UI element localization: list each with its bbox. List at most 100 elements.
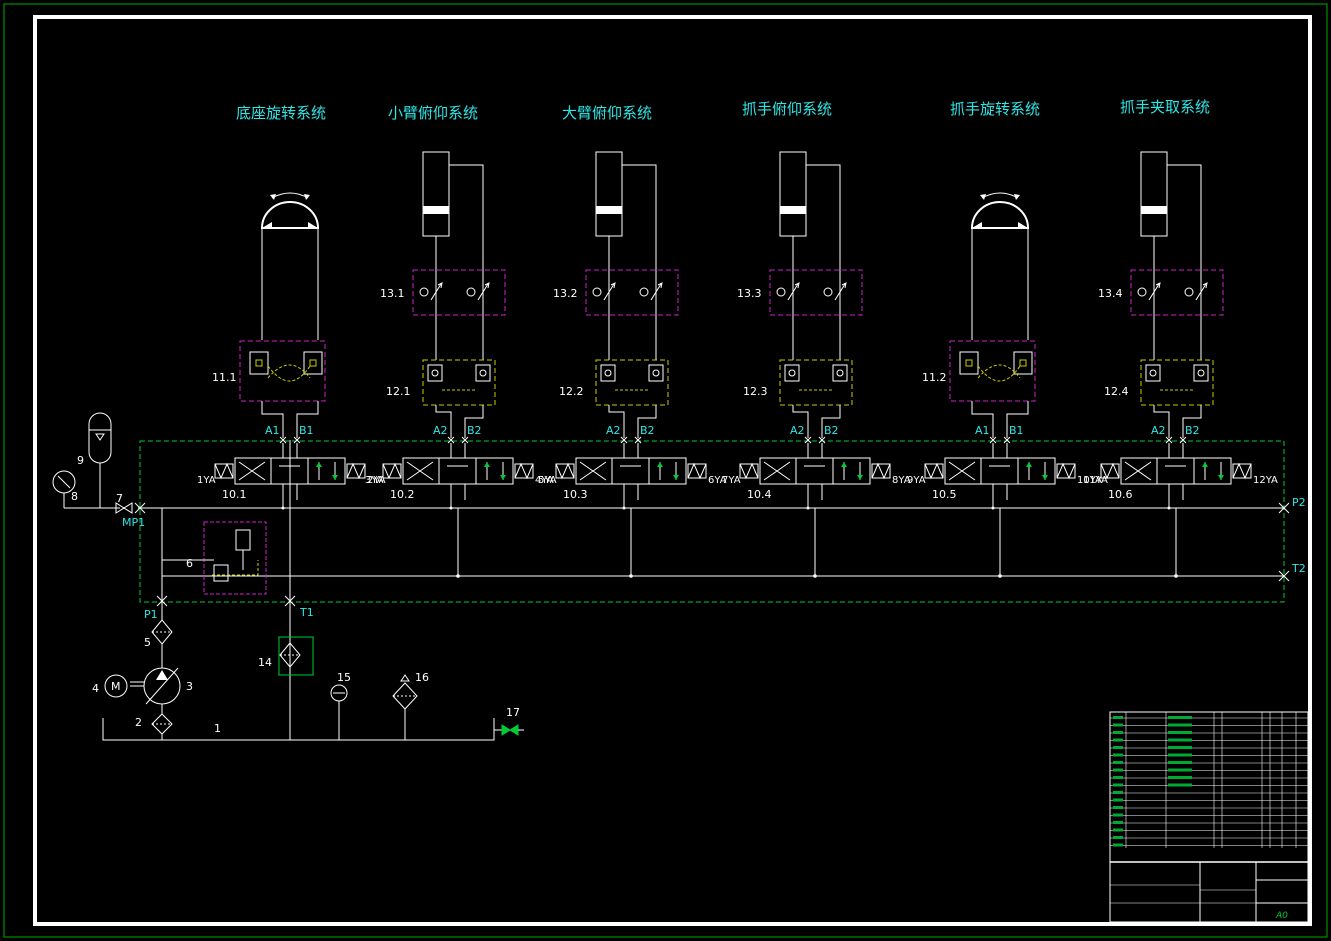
solenoid-right-label: 10YA: [1077, 475, 1102, 486]
component-number: 8: [71, 490, 78, 503]
drawing-frame: [33, 15, 1312, 926]
component-number: 1: [214, 722, 221, 735]
valve-number-label: 10.3: [563, 488, 588, 501]
component-number: 14: [258, 656, 272, 669]
hydraulic-lock-label: 12.2: [559, 385, 584, 398]
directional-valve: [739, 457, 891, 485]
stop-valve: [115, 502, 133, 514]
title-block-cell: [1113, 738, 1123, 742]
title-block-cell: [1168, 753, 1192, 757]
solenoid-left-label: 5YA: [538, 475, 557, 486]
title-block-cell: [1113, 798, 1123, 802]
title-block-cell: [1113, 731, 1123, 734]
port-b-label: B2: [824, 424, 839, 437]
port-b-label: B2: [640, 424, 655, 437]
air-filter: [392, 674, 418, 740]
port-p1-label: P1: [144, 608, 158, 621]
component-number: 3: [186, 680, 193, 693]
solenoid-left-label: 7YA: [722, 475, 741, 486]
title-block-cell: [1113, 836, 1123, 839]
port-t2-label: T2: [1291, 562, 1306, 575]
component-number: 6: [186, 557, 193, 570]
valve-number-label: 10.2: [390, 488, 415, 501]
title-block-cell: [1113, 828, 1123, 832]
title-block-cell: [1113, 813, 1123, 817]
hydraulic-lock-block: [239, 340, 326, 402]
tank: [102, 718, 495, 741]
port-a-label: A2: [606, 424, 621, 437]
title-block-cell: [1113, 761, 1123, 764]
directional-valve: [924, 457, 1076, 485]
solenoid-right-label: 6YA: [708, 475, 727, 486]
valve-number-label: 10.5: [932, 488, 957, 501]
title-block-cell: [1168, 746, 1192, 749]
valve-number-label: 10.1: [222, 488, 247, 501]
system-title: 抓手旋转系统: [950, 100, 1041, 118]
hydraulic-lock-label: 12.3: [743, 385, 768, 398]
solenoid-left-label: 1YA: [197, 475, 216, 486]
port-a-label: A2: [1151, 424, 1166, 437]
valve-number-label: 10.6: [1108, 488, 1133, 501]
hydraulic-lock-block: [595, 359, 669, 406]
hydraulic-lock-block: [1140, 359, 1214, 406]
valve-manifold: [139, 440, 1285, 603]
system-title: 抓手俯仰系统: [742, 100, 833, 118]
component-number: 15: [337, 671, 351, 684]
title-block-cell: [1113, 746, 1123, 749]
solenoid-right-label: 4YA: [535, 475, 554, 486]
port-mp1-label: MP1: [122, 516, 145, 529]
title-block-cell: [1168, 731, 1192, 734]
title-block-cell: [1113, 843, 1123, 847]
throttle-valve-label: 13.2: [553, 287, 578, 300]
solenoid-left-label: 3YA: [365, 475, 384, 486]
port-t1-label: T1: [299, 606, 314, 619]
valve-number-label: 10.4: [747, 488, 772, 501]
component-number: 4: [92, 682, 99, 695]
hydraulic-lock-label: 12.1: [386, 385, 411, 398]
drain-valve: [494, 724, 524, 736]
hydraulic-lock-block: [949, 340, 1036, 402]
accumulator: [88, 412, 112, 508]
title-block-cell: [1113, 776, 1123, 779]
port-a-label: A2: [790, 424, 805, 437]
component-number: 16: [415, 671, 429, 684]
solenoid-left-label: 9YA: [907, 475, 926, 486]
title-block-cell: [1168, 783, 1192, 787]
relief-valve: [162, 521, 267, 595]
directional-valve: [382, 457, 534, 485]
outer-frame: [3, 3, 1328, 938]
port-b-label: B1: [1009, 424, 1024, 437]
port-b-label: B2: [467, 424, 482, 437]
directional-valve: [214, 457, 366, 485]
component-number: 17: [506, 706, 520, 719]
sheet-size: A0: [1275, 911, 1288, 921]
title-block-cell: [1113, 783, 1123, 787]
rotary-actuator-icon: [970, 192, 1030, 229]
solenoid-right-label: 12YA: [1253, 475, 1278, 486]
port-b-label: B1: [299, 424, 314, 437]
hydraulic-lock-block: [779, 359, 853, 406]
component-number: 5: [144, 636, 151, 649]
hydraulic-lock-label: 12.4: [1104, 385, 1129, 398]
solenoid-left-label: 11YA: [1083, 475, 1108, 486]
title-block-cell: [1168, 776, 1192, 779]
return-filter: [278, 636, 314, 676]
component-number: 7: [116, 492, 123, 505]
hydraulic-lock-label: 11.2: [922, 371, 947, 384]
component-number: 9: [77, 454, 84, 467]
title-block-cell: [1113, 753, 1123, 757]
throttle-valve-label: 13.1: [380, 287, 405, 300]
system-title: 抓手夹取系统: [1120, 98, 1211, 116]
thermometer: [330, 684, 348, 740]
port-p2-label: P2: [1292, 496, 1306, 509]
port-b-label: B2: [1185, 424, 1200, 437]
port-a-label: A1: [265, 424, 280, 437]
